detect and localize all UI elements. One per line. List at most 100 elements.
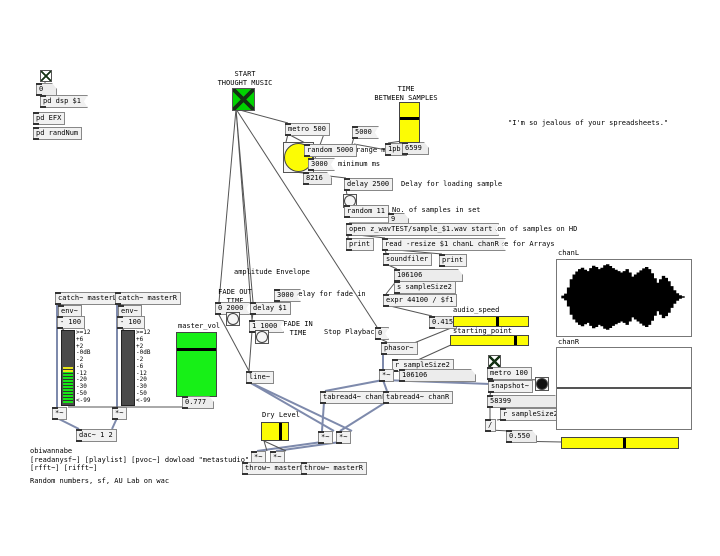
read-resize-message[interactable]: read -resize $1 chanL chanR <box>382 238 506 251</box>
vu-scale-left: >=12 +6 +2 -0dB -2 -6 -12 -20 -30 -50 <-… <box>76 329 91 404</box>
time-between-samples-comment: TIME BETWEEN SAMPLES <box>374 85 438 102</box>
message-3000-minimum[interactable]: 3000 <box>308 158 335 171</box>
dsp-toggle[interactable] <box>40 70 52 82</box>
object-print-2[interactable]: print <box>439 254 468 267</box>
obiwannabe-comment: obiwannabe <box>30 447 73 455</box>
object-multiply-masterr[interactable]: *~ <box>112 407 128 420</box>
number-0415[interactable]: 0.415 <box>429 316 457 329</box>
range-ms-comment: range ms <box>356 146 390 154</box>
libs-comment-1: [readanysf~] [playlist] [pvoc~] dowload … <box>30 456 250 464</box>
minimum-ms-comment: minimum ms <box>338 160 381 168</box>
random-numbers-comment: Random numbers, sf, AU Lab on wac <box>30 477 170 485</box>
object-multiply-a[interactable]: *~ <box>379 369 395 382</box>
object-delay-dollar1[interactable]: delay $1 <box>250 302 291 315</box>
object-catch-masterl[interactable]: catch~ masterL <box>55 292 122 305</box>
time-between-samples-slider[interactable] <box>399 102 420 143</box>
amplitude-envelope-comment: amplitude Envelope <box>234 268 310 276</box>
patch-cord <box>235 108 378 328</box>
object-tabread-chanl[interactable]: tabread4~ chanL <box>320 391 391 404</box>
object-env-r[interactable]: env~ <box>118 305 142 318</box>
message-3000-fade[interactable]: 3000 <box>274 289 301 302</box>
object-throw-masterl[interactable]: throw~ masterL <box>242 462 309 475</box>
audio-speed-comment: audio_speed <box>453 306 500 314</box>
patch-cord <box>235 108 253 321</box>
number-6599[interactable]: 6599 <box>402 142 429 155</box>
master-vol-comment: master_vol <box>178 322 221 330</box>
pd-efx-subpatch[interactable]: pd EFX <box>33 112 66 125</box>
start-thought-music-comment: START THOUGHT MUSIC <box>217 70 273 87</box>
object-delay-2500[interactable]: delay 2500 <box>344 178 394 191</box>
number-8216[interactable]: 8216 <box>303 172 332 185</box>
pd-randnum-subpatch[interactable]: pd randNum <box>33 127 83 140</box>
object-send-samplesize[interactable]: s sampleSize2 <box>394 281 456 294</box>
starting-point-comment: starting_point <box>453 327 513 335</box>
array-graph-chanr <box>556 347 692 430</box>
object-metro-100[interactable]: metro 100 <box>487 367 532 380</box>
object-expr-44100[interactable]: expr 44100 / $f1 <box>383 294 458 307</box>
start-toggle[interactable] <box>232 88 255 111</box>
object-divide[interactable]: / <box>485 419 497 432</box>
object-multiply-masterl[interactable]: *~ <box>52 407 68 420</box>
pd-dsp-message[interactable]: pd dsp $1 <box>40 95 88 108</box>
chanr-flat-waveform <box>557 387 691 389</box>
delay-loading-comment: Delay for loading sample <box>401 180 503 188</box>
object-tabread-chanr[interactable]: tabread4~ chanR <box>383 391 454 404</box>
bang-after-delay[interactable] <box>343 194 357 208</box>
object-throw-masterr[interactable]: throw~ masterR <box>301 462 368 475</box>
object-random-11[interactable]: random 11 <box>344 205 389 218</box>
number-58399[interactable]: 58399 <box>487 395 560 408</box>
array-label-chanl: chanL <box>558 249 580 257</box>
stop-playback-comment: Stop Playback <box>324 328 379 336</box>
object-random-5000[interactable]: random 5000 <box>304 144 358 157</box>
object-soundfiler[interactable]: soundfiler <box>383 253 433 266</box>
array-graph-chanl <box>556 259 692 337</box>
message-5000[interactable]: 5000 <box>352 126 379 139</box>
object-minus100-l[interactable]: - 100 <box>57 316 86 329</box>
number-0777[interactable]: 0.777 <box>182 396 214 409</box>
bang-fade-out[interactable] <box>226 312 240 326</box>
object-minus100-r[interactable]: - 100 <box>117 316 146 329</box>
starting-point-slider[interactable] <box>450 335 529 346</box>
libs-comment-2: [rfft~] [rifft~] <box>30 464 98 472</box>
master-vol-slider[interactable] <box>176 332 217 397</box>
array-label-chanr: chanR <box>558 338 580 346</box>
patch-cord <box>256 441 323 452</box>
vu-meter-right <box>121 330 135 406</box>
playhead-position-slider[interactable] <box>561 437 679 449</box>
samples-in-set-comment: No. of samples in set <box>392 206 481 214</box>
vu-meter-left <box>61 330 75 406</box>
patch-cord <box>235 108 289 124</box>
dsp-number-value: 0 <box>39 85 44 93</box>
object-dac[interactable]: dac~ 1 2 <box>76 429 117 442</box>
patch-cord <box>248 330 253 372</box>
object-phasor[interactable]: phasor~ <box>381 342 418 355</box>
delay-fade-in-comment: Delay for fade in <box>294 290 366 298</box>
fade-in-time-comment: FADE IN TIME <box>283 320 313 337</box>
vu-scale-right: >=12 +6 +2 -0dB -2 -6 -12 -20 -30 -50 <-… <box>136 329 151 404</box>
object-line[interactable]: line~ <box>246 371 275 384</box>
object-snapshot[interactable]: snapshot~ <box>488 380 533 393</box>
patch-cord <box>248 381 335 432</box>
object-print-1[interactable]: print <box>346 238 375 251</box>
object-catch-masterr[interactable]: catch~ masterR <box>115 292 182 305</box>
number-0550[interactable]: 0.550 <box>506 430 537 443</box>
object-multiply-e[interactable]: *~ <box>270 451 286 464</box>
patch-cord <box>263 440 287 452</box>
dry-level-slider[interactable] <box>261 422 289 441</box>
patch-cord <box>217 312 250 372</box>
object-multiply-b[interactable]: *~ <box>318 431 334 444</box>
number-106106-b[interactable]: 106106 <box>399 369 476 382</box>
bang-snapshot-flash[interactable] <box>535 377 549 391</box>
object-multiply-c[interactable]: *~ <box>336 431 352 444</box>
message-1-1000[interactable]: 1 1000 <box>249 320 284 333</box>
bang-fade-in[interactable] <box>255 330 269 344</box>
object-receive-samplesize-2[interactable]: r sampleSize2 <box>500 408 562 421</box>
audio-speed-slider[interactable] <box>453 316 529 327</box>
patch-cord <box>339 401 387 432</box>
message-0-2000[interactable]: 0 2000 <box>215 302 250 315</box>
object-metro-500[interactable]: metro 500 <box>285 123 330 136</box>
fade-out-time-comment: FADE OUT TIME <box>218 288 252 305</box>
open-sample-message[interactable]: open z_wavTEST/sample_$1.wav start <box>346 223 499 236</box>
patch-cord <box>218 108 237 303</box>
